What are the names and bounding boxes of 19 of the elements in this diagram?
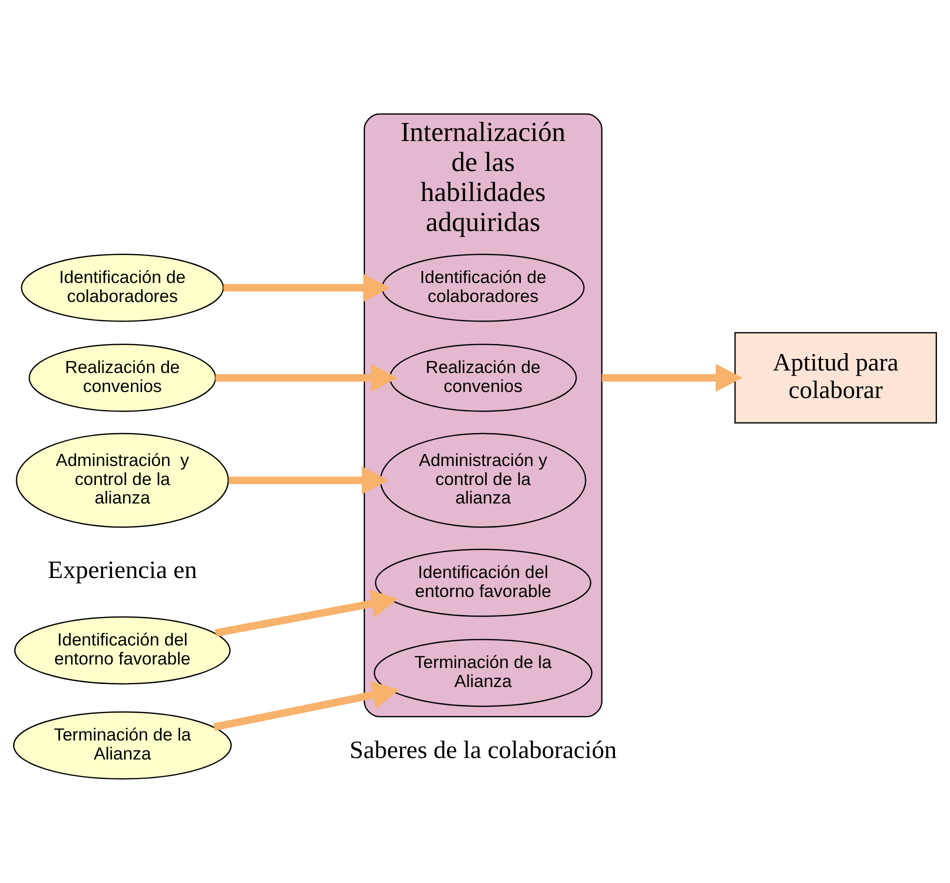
arrow	[602, 364, 743, 392]
node-ellipse: Identificación del entorno favorable	[374, 548, 592, 617]
node-ellipse: Terminación de la Alianza	[13, 711, 232, 780]
label: Saberes de la colaboración	[349, 736, 617, 764]
arrow	[223, 274, 390, 302]
label: Experiencia en	[48, 556, 198, 584]
arrow	[215, 364, 398, 392]
node-ellipse: Realización de convenios	[28, 344, 216, 412]
node-ellipse: Realización de convenios	[389, 344, 577, 412]
arrow	[228, 466, 389, 494]
node-box: Aptitud para colaborar	[734, 332, 937, 424]
node-ellipse: Identificación de colaboradores	[382, 254, 585, 322]
arrow	[214, 590, 398, 637]
node-ellipse: Terminación de la Alianza	[374, 638, 592, 707]
node-ellipse: Identificación de colaboradores	[20, 254, 224, 322]
arrow	[213, 681, 400, 731]
node-ellipse: Identificación del entorno favorable	[14, 616, 231, 684]
node-ellipse: Administración y control de la alianza	[380, 432, 586, 528]
node-ellipse: Administración y control de la alianza	[16, 432, 229, 528]
